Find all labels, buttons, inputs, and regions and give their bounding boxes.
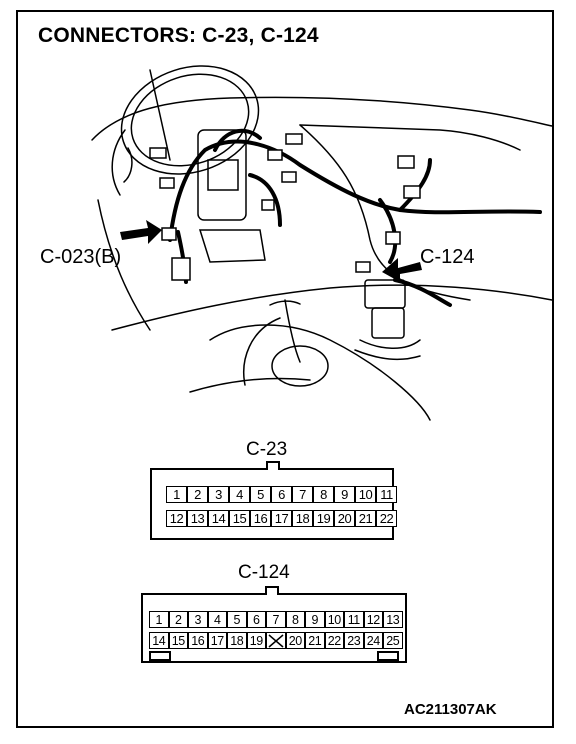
- callout-c124: C-124: [420, 246, 475, 268]
- pin: 25: [383, 632, 403, 649]
- arrow-left-icon: [382, 258, 422, 282]
- pin: 19: [313, 510, 334, 527]
- pin: 10: [355, 486, 376, 503]
- pin: 23: [344, 632, 364, 649]
- pin: 6: [271, 486, 292, 503]
- pin: 15: [168, 632, 188, 649]
- diagram-title: CONNECTORS: C-23, C-124: [38, 24, 319, 47]
- pin: 13: [383, 611, 403, 628]
- pin-row-top: 1 2 3 4 5 6 7 8 9 10 11 12 13: [149, 611, 403, 628]
- pin: 18: [292, 510, 313, 527]
- pin: 1: [166, 486, 187, 503]
- connector-c23-face: 1 2 3 4 5 6 7 8 9 10 11 12 13 14 15 16 1…: [150, 461, 397, 540]
- pin: 3: [188, 611, 208, 628]
- pin: 5: [227, 611, 247, 628]
- pin: 20: [285, 632, 305, 649]
- pin: 9: [334, 486, 355, 503]
- pin: 17: [207, 632, 227, 649]
- pin: 4: [207, 611, 227, 628]
- pin: 14: [149, 632, 169, 649]
- connector-foot: [149, 651, 171, 661]
- dashboard-wiring-illustration: [91, 65, 553, 421]
- pin: 15: [229, 510, 250, 527]
- figure-code: AC211307AK: [404, 701, 497, 718]
- pin: 13: [187, 510, 208, 527]
- pin: 12: [363, 611, 383, 628]
- pin: 11: [376, 486, 397, 503]
- connector-c124-label: C-124: [238, 562, 290, 583]
- pin: 12: [166, 510, 187, 527]
- pin: 22: [376, 510, 397, 527]
- pin-row-bottom: 14 15 16 17 18 19 20 21 22 23 24 25: [149, 632, 403, 649]
- pin: 8: [313, 486, 334, 503]
- pin: 21: [305, 632, 325, 649]
- connector-lock-tab: [266, 461, 280, 470]
- pin: 1: [149, 611, 169, 628]
- pin: 14: [208, 510, 229, 527]
- pin: 9: [305, 611, 325, 628]
- pin: 3: [208, 486, 229, 503]
- callout-c023b: C-023(B): [40, 246, 122, 268]
- pin: 4: [229, 486, 250, 503]
- pin-row-top: 1 2 3 4 5 6 7 8 9 10 11: [166, 486, 397, 503]
- pin: 16: [188, 632, 208, 649]
- arrow-right-icon: [120, 220, 162, 244]
- pin: 7: [292, 486, 313, 503]
- pin: 24: [363, 632, 383, 649]
- pin: 7: [266, 611, 286, 628]
- pin: 21: [355, 510, 376, 527]
- pin: 10: [324, 611, 344, 628]
- pin: 19: [246, 632, 266, 649]
- pin: 2: [187, 486, 208, 503]
- pin: 5: [250, 486, 271, 503]
- pin: 8: [285, 611, 305, 628]
- connector-c23-label: C-23: [246, 439, 288, 460]
- pin-row-bottom: 12 13 14 15 16 17 18 19 20 21 22: [166, 510, 397, 527]
- pin: 2: [168, 611, 188, 628]
- pin: 17: [271, 510, 292, 527]
- pin: 11: [344, 611, 364, 628]
- pin: 6: [246, 611, 266, 628]
- pin: 22: [324, 632, 344, 649]
- connector-lock-tab: [265, 586, 279, 595]
- pin: 16: [250, 510, 271, 527]
- pin: 20: [334, 510, 355, 527]
- pin: 18: [227, 632, 247, 649]
- connector-foot: [377, 651, 399, 661]
- connector-c124-face: 1 2 3 4 5 6 7 8 9 10 11 12 13 14 15 16 1…: [141, 586, 407, 663]
- x-mark-icon: [266, 632, 286, 649]
